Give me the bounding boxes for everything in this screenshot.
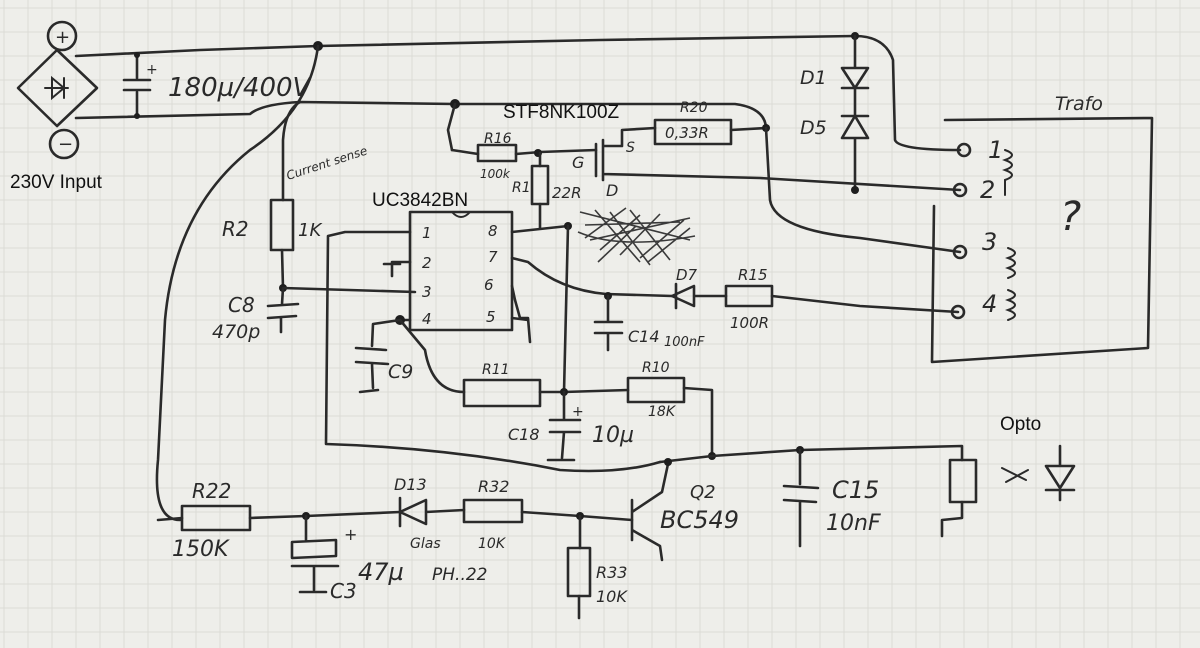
ic-pin-2: 2 [422,254,432,272]
r22-value: 150K [172,537,230,562]
d13-note: Glas [410,536,441,552]
c8-capacitor [266,286,300,334]
r10-name: R10 [642,360,670,376]
r11-name: R11 [482,362,510,378]
opto-resistor [948,458,978,504]
q2-name: Q2 [690,482,716,503]
scribbled-out-component [577,207,696,266]
trafo-pin-1: 1 [988,136,1003,164]
bridge-rectifier [16,48,99,128]
r1-name: R1 [512,180,531,196]
c8-name: C8 [228,293,255,317]
plus-terminal [46,20,78,52]
c9-name: C9 [388,361,413,383]
trafo-pin-4: 4 [982,290,997,318]
minus-terminal [48,128,80,160]
c15-name: C15 [832,476,879,504]
r20-name: R20 [680,100,708,116]
r22-name: R22 [192,479,231,503]
plus-sign: + [55,27,70,48]
r33-resistor [566,546,592,598]
r2-name: R2 [222,217,249,241]
mosfet-source: S [626,140,635,156]
r20-resistor [653,118,733,146]
r22-resistor [180,504,252,532]
r16-value: 100k [480,167,511,181]
c15-capacitor [782,448,820,548]
c14-value: 100nF [664,335,705,350]
bulk-cap-label: 180µ/400V [168,73,313,103]
r32-name: R32 [478,477,509,496]
trafo-pin-3: 3 [982,228,997,256]
c18-name: C18 [508,425,540,444]
ic-pin-4: 4 [422,310,432,328]
c3-note: PH..22 [432,565,487,585]
ic-label: UC3842BN [372,190,468,211]
optocoupler-symbol [1001,444,1076,502]
d13-name: D13 [394,475,427,494]
c18-capacitor [546,390,582,462]
d13-diode [398,496,466,528]
c3-value: 47µ [358,558,404,586]
trafo-windings [1002,149,1016,321]
c18-value: 10µ [592,423,634,448]
r33-value: 10K [596,587,628,606]
r2-value: 1K [298,220,322,241]
d7-diode [670,282,728,310]
trafo-label: Trafo [1055,93,1103,115]
mosfet-drain: D [606,181,618,200]
c9-capacitor [354,318,402,394]
ic-pin-6: 6 [484,276,494,294]
mosfet-label: STF8NK100Z [503,102,620,123]
r2-resistor [269,198,295,252]
ic-pin-8: 8 [488,222,498,240]
r15-name: R15 [738,266,768,284]
trafo-pin-2: 2 [980,176,995,204]
r10-value: 18K [648,404,677,420]
r11-resistor [462,378,542,408]
d5-name: D5 [800,117,827,139]
bulk-cap-plus: + [146,62,158,78]
trafo-terminals [950,142,972,320]
r15-value: 100R [730,314,769,332]
c18-plus: + [572,404,584,420]
c3-plus: + [344,525,357,544]
r20-value: 0,33R [665,124,709,142]
r16-name: R16 [484,131,512,147]
d1-d5-diodes [840,34,870,192]
c14-name: C14 [628,327,660,346]
current-sense-label: Current sense [285,144,369,183]
c8-value: 470p [212,321,260,343]
r10-resistor [626,376,686,404]
d1-name: D1 [800,67,827,89]
mosfet-gate: G [572,153,584,172]
trafo-question: ? [1060,194,1081,240]
r32-value: 10K [478,536,507,552]
minus-sign: − [58,134,73,155]
mosfet-symbol [594,126,962,192]
r32-resistor [462,498,524,524]
ic-pin-1: 1 [422,224,432,242]
startup-feed-wire [155,44,320,522]
c3-capacitor [290,514,340,594]
ic-pin-3: 3 [422,283,432,301]
c15-value: 10nF [826,511,881,536]
ic-pin-7: 7 [488,248,498,266]
input-voltage-label: 230V Input [10,172,103,193]
r33-name: R33 [596,563,627,582]
r1-resistor [530,164,550,206]
uc3842-ic [408,210,514,332]
c3-name: C3 [330,579,357,603]
bulk-capacitor [122,56,152,116]
c14-capacitor [593,294,624,352]
r1-value: 22R [552,184,582,202]
opto-label: Opto [1000,414,1041,435]
d7-name: D7 [676,266,698,284]
q2-value: BC549 [660,506,739,534]
ground-rail [74,100,768,130]
ic-pin-5: 5 [486,308,496,326]
